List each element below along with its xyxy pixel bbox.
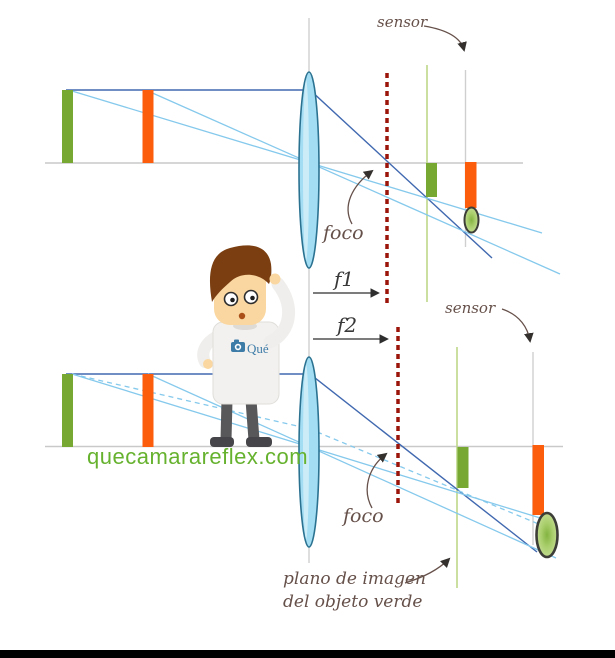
character-torso xyxy=(212,321,280,405)
orange-object-bar-top xyxy=(142,90,154,163)
foco-curved-arrow-icon-bottom xyxy=(366,452,388,509)
character-left-leg xyxy=(220,394,233,446)
character-mouth xyxy=(238,312,246,320)
character-right-shoe xyxy=(246,437,272,447)
character-raised-arm xyxy=(263,277,296,349)
top-diagram xyxy=(45,25,561,305)
cartoon-character: Qué xyxy=(197,245,296,447)
character-right-pupil xyxy=(250,295,255,301)
orange-image-bar-bottom xyxy=(532,445,544,515)
camera-icon xyxy=(231,339,245,352)
orange-chief-ray-bottom xyxy=(147,373,557,559)
green-blur-spot-top xyxy=(463,206,480,234)
green-object-bar-top xyxy=(62,90,73,163)
bottom-black-bar xyxy=(0,650,615,658)
orange-object-bar-bottom xyxy=(142,374,154,447)
bottom-diagram xyxy=(45,308,563,588)
character-right-leg xyxy=(245,394,260,446)
orange-chief-ray-top xyxy=(147,90,561,275)
character-hair xyxy=(209,245,272,302)
foco-curved-arrow-icon-top xyxy=(347,169,374,225)
sensor-curved-arrow-icon-bottom xyxy=(501,308,534,343)
convex-lens-icon-bottom xyxy=(298,356,320,548)
lens-highlight-bottom xyxy=(303,365,309,539)
character-raised-hand xyxy=(269,273,281,285)
image-plane-curved-arrow-icon xyxy=(404,557,451,584)
character-left-shoe xyxy=(210,437,234,447)
character-left-pupil xyxy=(230,297,235,303)
green-image-bar-bottom xyxy=(457,447,469,488)
character-left-hand xyxy=(203,359,213,369)
green-image-bar-top xyxy=(426,163,437,197)
lens-highlight-top xyxy=(303,80,309,260)
orange-image-bar-top xyxy=(465,162,477,208)
sensor-curved-arrow-icon-top xyxy=(423,25,467,52)
character-shirt-logo-text: Qué xyxy=(247,341,269,356)
green-object-bar-bottom xyxy=(62,374,73,447)
convex-lens-icon-top xyxy=(298,71,320,269)
green-blur-spot-bottom xyxy=(535,511,559,559)
